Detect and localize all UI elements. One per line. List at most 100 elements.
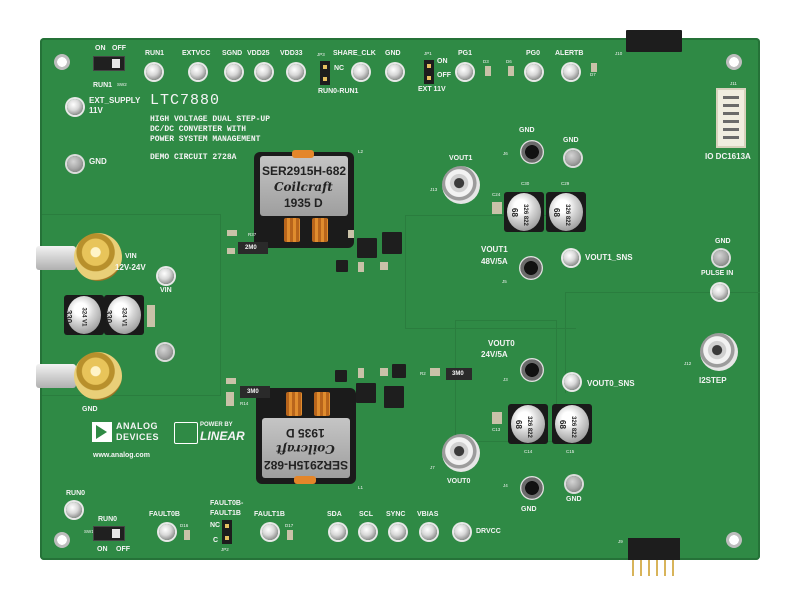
copper-pour-outline [42, 214, 221, 396]
vout1-bnc-connector[interactable] [442, 166, 480, 204]
vout0-gnd-turret[interactable] [520, 476, 544, 500]
jp3-jumper[interactable] [320, 61, 330, 85]
fault1b-label: FAULT1B [254, 511, 285, 518]
ext-supply-test-point[interactable] [67, 99, 83, 115]
copper-pour-outline [405, 215, 576, 329]
vin-test-point[interactable] [158, 268, 174, 284]
gnd-test-point[interactable] [157, 344, 173, 360]
cap-code: 326 822 [563, 204, 570, 226]
d7-ref: D7 [590, 72, 596, 77]
jp3-ref: JP3 [317, 52, 325, 57]
vdd25-test-point[interactable] [256, 64, 272, 80]
sda-label: SDA [327, 511, 342, 518]
jp2-jumper[interactable] [222, 520, 232, 544]
i2step-bnc-connector[interactable] [700, 333, 738, 371]
run1-test-point[interactable] [146, 64, 162, 80]
pg1-test-point[interactable] [457, 64, 473, 80]
jp1-jumper[interactable] [424, 60, 434, 84]
r37-ref: R37 [248, 232, 257, 237]
gnd-test-point[interactable] [387, 64, 403, 80]
inductor-brand: Coilcraft [274, 180, 333, 194]
vout0-turret[interactable] [520, 358, 544, 382]
sync-test-point[interactable] [390, 524, 406, 540]
website-label: www.analog.com [93, 452, 150, 459]
resistor-r14 [240, 386, 270, 398]
r2-value: 3M0 [452, 371, 464, 377]
inductor-code: 1935 D [286, 426, 325, 440]
vout1-gnd-turret[interactable] [520, 140, 544, 164]
cap-value: 68 [513, 420, 523, 429]
gnd-test-point[interactable] [565, 150, 581, 166]
vout0-bnc-connector[interactable] [442, 434, 480, 472]
j9-ref: J9 [618, 539, 623, 544]
extvcc-test-point[interactable] [190, 64, 206, 80]
vin-banana-jack[interactable] [74, 233, 122, 281]
j5-ref: J5 [502, 279, 507, 284]
pulse-in-test-point[interactable] [712, 284, 728, 300]
adi-logo-bottom: DEVICES [116, 432, 160, 442]
fault0b-fault1b-label-2: FAULT1B [210, 510, 241, 517]
j11-io-connector[interactable] [716, 88, 746, 148]
mounting-hole [726, 532, 742, 548]
gnd-banana-jack[interactable] [74, 352, 122, 400]
vdd33-test-point[interactable] [288, 64, 304, 80]
alertb-test-point[interactable] [563, 64, 579, 80]
led-d6 [508, 66, 514, 76]
d16-ref: D16 [180, 523, 189, 528]
pcb-board [40, 38, 760, 560]
drvcc-test-point[interactable] [454, 524, 470, 540]
j9-connector[interactable] [628, 538, 680, 560]
vout0-sns-test-point[interactable] [564, 374, 580, 390]
jp1-ref: JP1 [424, 51, 432, 56]
jp2-c-label: C [213, 537, 219, 544]
c15-ref: C15 [566, 449, 575, 454]
sda-test-point[interactable] [330, 524, 346, 540]
jp2-ref: JP2 [221, 547, 229, 552]
sgnd-test-point[interactable] [226, 64, 242, 80]
gnd-test-point[interactable] [713, 250, 729, 266]
gnd-test-point[interactable] [67, 156, 83, 172]
share-clk-test-point[interactable] [353, 64, 369, 80]
j10-connector[interactable] [626, 30, 682, 52]
alertb-label: ALERTB [555, 50, 584, 57]
cap-c13 [492, 412, 502, 424]
run1-switch-label: RUN1 [93, 82, 113, 89]
power-by-label: POWER BY [200, 422, 233, 428]
vin-jack-stem [36, 246, 76, 270]
run0-test-point[interactable] [66, 502, 82, 518]
switch-label-off: OFF [112, 45, 126, 52]
gnd-test-point[interactable] [566, 476, 582, 492]
run0-switch[interactable] [93, 526, 125, 541]
fault0b-test-point[interactable] [159, 524, 175, 540]
inductor-l1: 1935 D Coilcraft SER2915H-682 [256, 388, 356, 484]
cap-c107 [226, 392, 234, 406]
copper-pour-outline [455, 320, 557, 442]
vout1-turret[interactable] [519, 256, 543, 280]
scl-test-point[interactable] [360, 524, 376, 540]
copper-pour-outline [565, 292, 760, 393]
cap-c110 [227, 248, 235, 254]
cap-value: 68 [509, 208, 519, 217]
mounting-hole [726, 54, 742, 70]
demo-circuit-label: DEMO CIRCUIT 2728A [150, 153, 237, 162]
jp1-off-label: OFF [437, 72, 451, 79]
vout1-sns-test-point[interactable] [563, 250, 579, 266]
d3-ref: D3 [483, 59, 489, 64]
cap-c24 [492, 202, 502, 214]
linear-logo-text: LINEAR [200, 429, 245, 443]
vbias-test-point[interactable] [421, 524, 437, 540]
j7-ref: J7 [430, 465, 435, 470]
cap-c109 [227, 230, 237, 236]
vout1-gnd-tp-label: GND [563, 137, 579, 144]
fault1b-test-point[interactable] [262, 524, 278, 540]
run0-run1-label: RUN0-RUN1 [318, 88, 359, 95]
cap-value: 68 [551, 208, 561, 217]
j9-pins [632, 560, 678, 576]
sgnd-tp-label: SGND [222, 50, 243, 57]
mosfet-q6 [382, 232, 402, 254]
inductor-brand: Coilcraft [276, 442, 335, 456]
run1-switch[interactable] [93, 56, 125, 71]
pg0-test-point[interactable] [526, 64, 542, 80]
inductor-part: SER2915H-682 [264, 458, 349, 472]
c29-ref: C29 [561, 181, 570, 186]
